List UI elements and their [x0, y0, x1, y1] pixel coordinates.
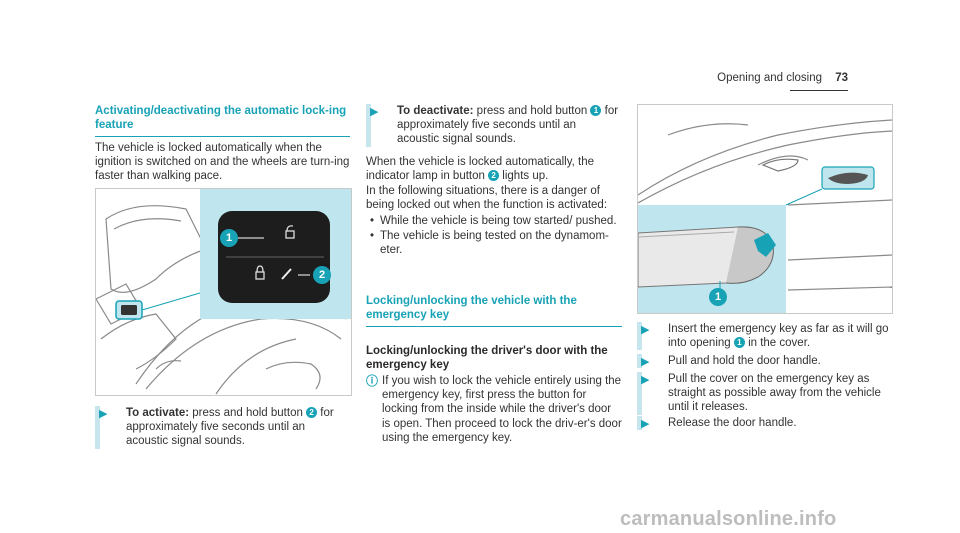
- step-pull-cover: ▶ Pull the cover on the emergency key as…: [637, 372, 892, 415]
- step-arrow-icon: ▶: [370, 106, 379, 118]
- step-label: To activate:: [126, 407, 190, 419]
- step-arrow-icon: ▶: [641, 418, 650, 430]
- button-number-badge: 2: [488, 170, 500, 182]
- step-arrow-icon: ▶: [641, 324, 650, 336]
- page-number: 73: [835, 72, 848, 84]
- door-handle-illustration: [638, 119, 892, 313]
- list-item: While the vehicle is being tow started/ …: [366, 214, 618, 228]
- figure-door-handle: 1: [637, 104, 893, 314]
- info-icon: ⓘ: [366, 374, 379, 388]
- page-header: Opening and closing 73: [717, 72, 848, 84]
- section-title: Opening and closing: [717, 72, 822, 84]
- col2-heading-block: Locking/unlocking the vehicle with the e…: [366, 294, 622, 327]
- opening-number-badge: 1: [733, 337, 745, 349]
- heading-automatic-locking: Activating/deactivating the automatic lo…: [95, 105, 347, 131]
- step-deactivate: ▶ To deactivate: press and hold button 1…: [366, 104, 621, 147]
- callout-1: 1: [220, 229, 238, 247]
- step-arrow-icon: ▶: [99, 408, 108, 420]
- intro-paragraph: The vehicle is locked automatically when…: [95, 142, 350, 183]
- step-arrow-icon: ▶: [641, 356, 650, 368]
- button-number-badge: 1: [590, 105, 602, 116]
- callout-1: 1: [709, 288, 727, 306]
- col1-heading-block: Activating/deactivating the automatic lo…: [95, 104, 350, 137]
- note-text: If you wish to lock the vehicle entirely…: [382, 375, 622, 444]
- heading-rule: [95, 136, 350, 137]
- step-pull-handle: ▶ Pull and hold the door handle.: [637, 354, 892, 369]
- figure-door-panel: 1 2: [95, 188, 352, 396]
- callout-2: 2: [313, 266, 331, 284]
- subheading-drivers-door: Locking/unlocking the driver's door with…: [366, 345, 608, 371]
- step-insert-key: ▶ Insert the emergency key as far as it …: [637, 322, 892, 351]
- indicator-paragraph: When the vehicle is locked automatically…: [366, 156, 594, 183]
- door-panel-illustration: [96, 189, 351, 395]
- step-release-handle: ▶ Release the door handle.: [637, 416, 892, 431]
- heading-rule: [366, 326, 622, 327]
- heading-emergency-key: Locking/unlocking the vehicle with the e…: [366, 295, 577, 321]
- list-item: The vehicle is being tested on the dynam…: [366, 229, 618, 257]
- watermark: carmanualsonline.info: [620, 508, 837, 530]
- info-note: ⓘ If you wish to lock the vehicle entire…: [366, 374, 622, 445]
- danger-paragraph: In the following situations, there is a …: [366, 184, 618, 257]
- step-label: To deactivate:: [397, 105, 474, 117]
- step-activate: ▶ To activate: press and hold button 2 f…: [95, 406, 350, 449]
- step-arrow-icon: ▶: [641, 374, 650, 386]
- button-number-badge: 2: [306, 407, 318, 418]
- danger-list: While the vehicle is being tow started/ …: [366, 214, 618, 257]
- header-underline: [790, 90, 848, 91]
